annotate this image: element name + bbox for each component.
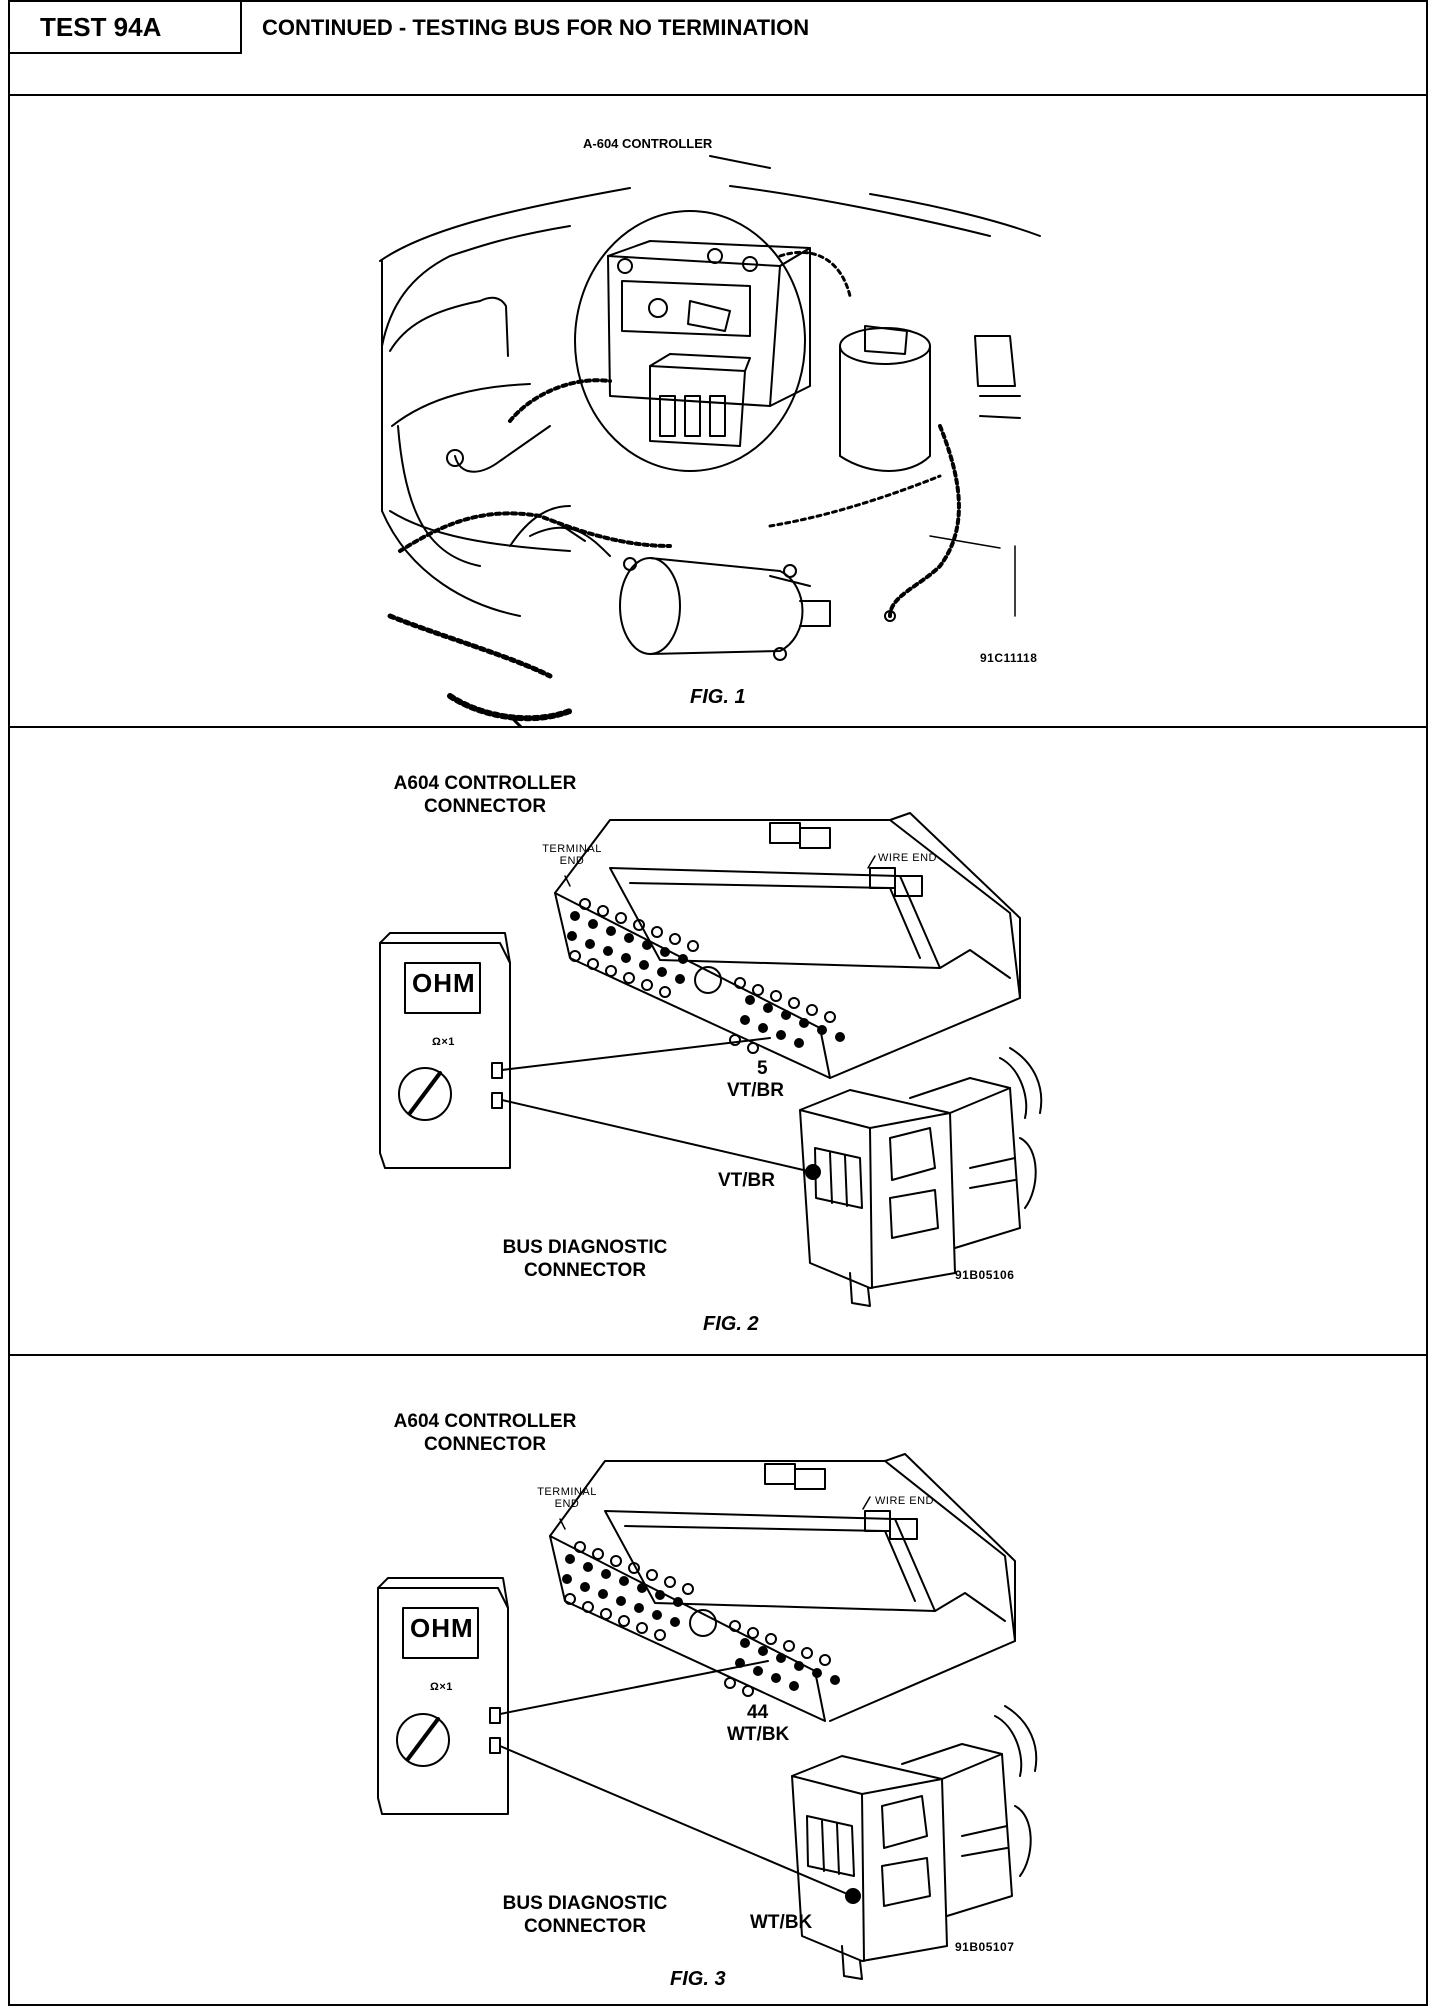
figure-3-caption: FIG. 3: [670, 1968, 726, 1990]
terminal-end-label: TERMINAL END: [537, 843, 607, 867]
diag-wire-color-label: WT/BK: [750, 1912, 813, 1933]
service-manual-page: TEST 94A CONTINUED - TESTING BUS FOR NO …: [8, 0, 1428, 2006]
bus-diagnostic-connector-label: BUS DIAGNOSTIC CONNECTOR: [480, 1892, 690, 1938]
controller-engine-bay-illustration: [379, 155, 1041, 726]
figure-3-code: 91B05107: [955, 1940, 1015, 1954]
page-header: TEST 94A CONTINUED - TESTING BUS FOR NO …: [10, 2, 1426, 96]
test-number: TEST 94A: [10, 2, 242, 54]
terminal-end-line-2: END: [554, 1498, 580, 1510]
wire-end-label: WIRE END: [878, 852, 937, 864]
terminal-end-label: TERMINAL END: [532, 1486, 602, 1510]
terminal-pins-open: [564, 1541, 831, 1697]
pin-wire-color-label: WT/BK: [727, 1724, 790, 1745]
figure-2-caption: FIG. 2: [703, 1313, 759, 1335]
test-lead-2: [501, 1099, 813, 1173]
page-title: CONTINUED - TESTING BUS FOR NO TERMINATI…: [262, 15, 810, 40]
figure-3-title-line-2: CONNECTOR: [423, 1434, 547, 1455]
terminal-pins: [562, 1554, 840, 1691]
diag-wire-color-label: VT/BR: [718, 1170, 775, 1191]
ohmmeter-display: OHM: [410, 1613, 474, 1643]
ohmmeter-display: OHM: [412, 968, 476, 998]
bus-diagnostic-line-2: CONNECTOR: [523, 1260, 647, 1281]
wire-end-label: WIRE END: [875, 1495, 934, 1507]
terminal-pins: [567, 911, 845, 1048]
ohmmeter-range: Ω×1: [430, 1681, 453, 1693]
ohmmeter-body: [379, 942, 511, 1169]
bus-diagnostic-line-2: CONNECTOR: [523, 1916, 647, 1937]
figure-1-title: A-604 CONTROLLER: [583, 136, 713, 151]
test-lead-2: [499, 1745, 853, 1897]
figure-2-title-line-2: CONNECTOR: [423, 796, 547, 817]
connector-ohm-test-illustration-5: [379, 812, 1043, 1307]
ohmmeter-body: [377, 1587, 509, 1815]
figure-2-title-line-1: A604 CONTROLLER: [393, 773, 577, 794]
connector-ohm-test-illustration-44: [377, 1453, 1038, 1980]
bus-diagnostic-line-1: BUS DIAGNOSTIC: [502, 1893, 668, 1914]
ohmmeter-range: Ω×1: [432, 1036, 455, 1048]
bus-diagnostic-connector: [791, 1755, 948, 1962]
test-lead-1: [501, 1037, 771, 1071]
terminal-end-line-2: END: [559, 855, 585, 867]
connector-outline: [549, 1460, 1016, 1722]
figure-3-title: A604 CONTROLLER CONNECTOR: [370, 1410, 600, 1456]
figure-2-panel: A604 CONTROLLER CONNECTOR TERMINAL END W…: [10, 728, 1426, 1356]
figure-3-panel: A604 CONTROLLER CONNECTOR TERMINAL END W…: [10, 1356, 1426, 2006]
pin-wire-color-label: VT/BR: [727, 1080, 784, 1101]
terminal-end-line-1: TERMINAL: [537, 1486, 597, 1498]
figure-1-code: 91C11118: [980, 651, 1038, 665]
pin-number-label: 5: [757, 1058, 768, 1079]
bus-diagnostic-connector: [799, 1089, 956, 1289]
figure-2-title: A604 CONTROLLER CONNECTOR: [370, 772, 600, 818]
figure-2-code: 91B05106: [955, 1268, 1015, 1282]
connector-outline: [554, 819, 1021, 1079]
figure-1-caption: FIG. 1: [690, 686, 746, 708]
bus-diagnostic-line-1: BUS DIAGNOSTIC: [502, 1237, 668, 1258]
test-lead-1: [499, 1660, 769, 1715]
terminal-end-line-1: TERMINAL: [542, 843, 602, 855]
terminal-pins-open: [569, 898, 836, 1054]
pin-number-label: 44: [747, 1702, 769, 1723]
figure-3-title-line-1: A604 CONTROLLER: [393, 1411, 577, 1432]
figure-1-panel: A-604 CONTROLLER 91C11118 FIG. 1: [10, 96, 1426, 728]
bus-diagnostic-connector-label: BUS DIAGNOSTIC CONNECTOR: [480, 1236, 690, 1282]
